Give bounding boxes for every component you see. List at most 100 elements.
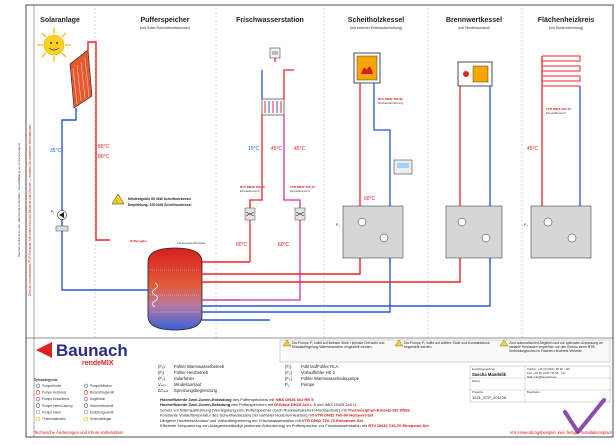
pufferregler-label: Pufferregler bbox=[130, 239, 148, 243]
thermo-bar-label: Thermometer/Sinstelle bbox=[177, 241, 206, 245]
parts-line: Konstante Vorlauftemperatur des Scheitho… bbox=[160, 413, 374, 418]
svg-text:rendeMIX: rendeMIX bbox=[82, 360, 114, 367]
notes-box: Die Pumpe P₁ sollte auf kleinste Stufe /… bbox=[279, 339, 611, 363]
svg-text:Mail: info@baunach.net: Mail: info@baunach.net bbox=[527, 375, 557, 379]
legend-item: Sicherheitsventil bbox=[90, 404, 114, 408]
fresh-temp-hot1: 45°C bbox=[271, 146, 283, 152]
header-wood-sub: (mit externer Rücklaufanhebung) bbox=[350, 26, 402, 30]
legend-symbol-icon bbox=[83, 383, 89, 388]
fresh-valve-right[interactable] bbox=[294, 207, 306, 221]
vtr-floor: VTR DN25 T20-70 bbox=[546, 107, 571, 111]
manifold-condensing[interactable] bbox=[445, 205, 503, 259]
legend-symbol-icon bbox=[83, 410, 89, 415]
wood-pump-label: P₂ bbox=[336, 223, 340, 227]
check-mark-icon bbox=[563, 398, 606, 434]
header-buffer-sub: (mit Solar-Rohrwärmetauscher) bbox=[140, 26, 190, 30]
legend-item: Thermostatventil bbox=[42, 417, 66, 421]
legend-symbol-icon bbox=[83, 403, 89, 408]
header-fresh: Frischwasserstation bbox=[236, 17, 304, 24]
manifold-wood[interactable] bbox=[342, 205, 404, 259]
sensor-symbol: Vₘᵢₙ bbox=[158, 382, 166, 387]
sun-icon bbox=[37, 28, 71, 62]
parts-line: Effiziente Entspannung von Anlagenbestän… bbox=[160, 423, 429, 428]
sensor-label: Fühl laufFühler RLA bbox=[301, 364, 338, 369]
fresh-valve-left[interactable] bbox=[244, 207, 256, 221]
fresh-ctrl1: RTV DN32 T60-90 bbox=[240, 185, 265, 189]
wood-temp: 60°C bbox=[364, 196, 376, 202]
legend-symbol-icon bbox=[83, 396, 89, 402]
sensor-symbol: P₁ bbox=[285, 382, 290, 387]
solar-temp-cold: 35°C bbox=[50, 148, 62, 154]
note-1: Die Pumpe P₁ sollte auf kleinste Stufe /… bbox=[292, 341, 385, 349]
wood-boiler[interactable] bbox=[353, 52, 381, 84]
header-condensing: Brennwertkessel bbox=[446, 17, 502, 24]
sensor-label: Spreizungsbegrenzung bbox=[174, 388, 218, 393]
title-block: Erstellt/gezeichnet Sascha Mandolik Datu… bbox=[469, 365, 611, 403]
solar-pump-station[interactable] bbox=[55, 210, 69, 232]
buffer-pipes bbox=[202, 244, 491, 321]
sensor-symbol: (Fᵥ) bbox=[158, 364, 165, 369]
side-note: Dies ist ein interaktives PDF-Formular. … bbox=[28, 124, 32, 296]
legend-item: Schmutzfänger bbox=[90, 417, 112, 421]
legend-item: Pumpe Intern bbox=[42, 410, 61, 414]
solar-temp-hot2: 80°C bbox=[98, 154, 110, 160]
legend-item: Pumpe Heizkreis bbox=[42, 391, 66, 395]
sensor-label: Fühler Heizbetrieb bbox=[174, 370, 209, 375]
footer-right: Vor Anwendungsbeispiel, kein fertiger In… bbox=[510, 430, 612, 435]
wood-rtv-b: Rücklaufanhebung bbox=[378, 101, 403, 105]
footer-left: Technische Änderungen und Irrtum vorbeha… bbox=[34, 430, 123, 435]
parts-line: Hocheffiziente Zwei-Zonen-Beladung des P… bbox=[160, 402, 358, 407]
condensing-boiler[interactable] bbox=[457, 61, 493, 87]
floor-pump-label: P₃ bbox=[524, 223, 528, 227]
legend-item: Pumpe intern/Ladung bbox=[42, 404, 73, 408]
legend-item: Kugelhahn bbox=[90, 397, 105, 401]
legend-item: Pumpe Kesselkreis bbox=[42, 397, 70, 401]
brand-logo: Baunach rendeMIX bbox=[36, 341, 128, 367]
fresh-water-station[interactable] bbox=[261, 98, 285, 116]
header-buffer: Pufferspeicher bbox=[140, 17, 189, 24]
svg-text:Fax: +49 (0) 2406 / 95 96: Fax: +49 (0) 2406 / 95 96 - 117 bbox=[527, 371, 566, 375]
controller-box[interactable] bbox=[393, 159, 413, 175]
legend-title: Symbollegende bbox=[34, 378, 58, 382]
svg-text:Datum: Datum bbox=[472, 379, 481, 383]
parts-line: Längerer Heizkesselvorlauf und Vorlaufbe… bbox=[160, 418, 364, 423]
legend-right: Pumpe/MischerRückschlagventilKugelhahnSi… bbox=[83, 383, 114, 421]
legend-symbol-icon bbox=[35, 383, 41, 388]
sensor-symbol: ΔTₘᵢₙ bbox=[158, 388, 169, 393]
sensor-symbol: (Fₛ) bbox=[158, 376, 166, 381]
sensor-label: Pumpe bbox=[301, 382, 315, 387]
svg-text:1221_STP_201126: 1221_STP_201126 bbox=[472, 395, 507, 400]
fresh-buf-temp2: 60°C bbox=[278, 242, 290, 248]
legend-symbol-icon bbox=[83, 416, 89, 421]
manifold-floor[interactable] bbox=[530, 205, 592, 259]
floor-heating-coil[interactable] bbox=[541, 55, 581, 87]
sensor-list-2: (Fᵣ)Fühl laufFühler RLA(F₂)Vorlauffühler… bbox=[285, 364, 360, 387]
header-condensing-sub: (mit Mindestumlauf) bbox=[458, 26, 490, 30]
buffer-tank[interactable] bbox=[147, 247, 203, 331]
legend-item: Rückschlagventil bbox=[90, 391, 114, 395]
legend-symbol-icon bbox=[83, 390, 89, 395]
parts-line: Hocheffiziente Zwei-Zonen-Entladung des … bbox=[160, 397, 314, 402]
sensor-symbol: (F₂) bbox=[285, 370, 293, 375]
solar-collector[interactable] bbox=[69, 49, 93, 109]
vtr-floor-b: Einstellbereich bbox=[546, 111, 566, 115]
legend-symbol-icon bbox=[35, 416, 41, 421]
note-2: Die Pumpe P₃ sollte auf wittlere Stufe u… bbox=[404, 341, 490, 349]
legend-symbol-icon bbox=[35, 403, 41, 408]
column-dividers bbox=[94, 8, 523, 338]
tap-icon bbox=[269, 47, 281, 59]
sensor-list: (Fᵥ)Fühler Warmwasserbetrieb(Fᵢ)Fühler H… bbox=[158, 364, 225, 393]
note-3: Zum automatischen Abgleich und zur optim… bbox=[509, 341, 603, 353]
svg-text:Erstellt/gezeichnet: Erstellt/gezeichnet bbox=[472, 367, 495, 371]
legend-symbol-icon bbox=[35, 410, 41, 415]
fresh-temp-cold: 15°C bbox=[248, 146, 260, 152]
outer-frame bbox=[25, 4, 614, 438]
fresh-pipes bbox=[240, 58, 301, 301]
side-note-small: Baunach GmbH & Co. KG · Alle Rechte vorb… bbox=[17, 143, 21, 257]
min-volume-note: ! Mindestgröße 55 l/kW Scheitholzkessel … bbox=[111, 193, 192, 207]
svg-text:Telefon: +49 (0) 2406 / 95 96: Telefon: +49 (0) 2406 / 95 96 - 110 bbox=[527, 367, 570, 371]
sensor-label: Fühler Warmwasserladepumpe bbox=[301, 376, 360, 381]
floor-temp-hot: 45°C bbox=[527, 146, 539, 152]
svg-text:Bearbeiter: Bearbeiter bbox=[527, 390, 540, 394]
